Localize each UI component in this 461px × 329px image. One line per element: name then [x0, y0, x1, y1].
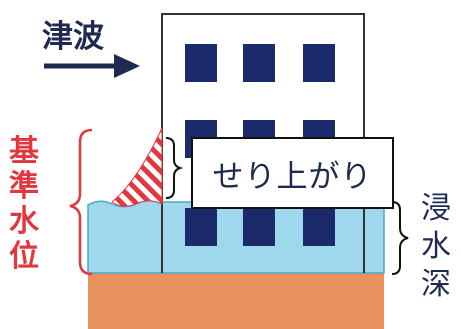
- inundation-depth-label: 浸水深: [421, 191, 451, 302]
- base-water-level-label: 基準水位: [9, 134, 39, 274]
- run-up-area: [111, 127, 163, 207]
- run-up-label: せり上がり: [212, 158, 373, 195]
- window: [185, 208, 217, 246]
- tsunami-label: 津波: [42, 19, 104, 55]
- window: [243, 208, 275, 246]
- tsunami-arrow: [44, 54, 140, 78]
- run-up-callout: せり上がり: [191, 137, 394, 209]
- base-level-bracket: [69, 128, 93, 276]
- window: [303, 44, 335, 82]
- ground: [88, 273, 384, 329]
- window: [303, 208, 335, 246]
- run-up-bracket: [165, 137, 184, 199]
- water-body: [87, 200, 163, 274]
- window: [243, 44, 275, 82]
- window: [185, 44, 217, 82]
- inundation-bracket: [391, 201, 409, 275]
